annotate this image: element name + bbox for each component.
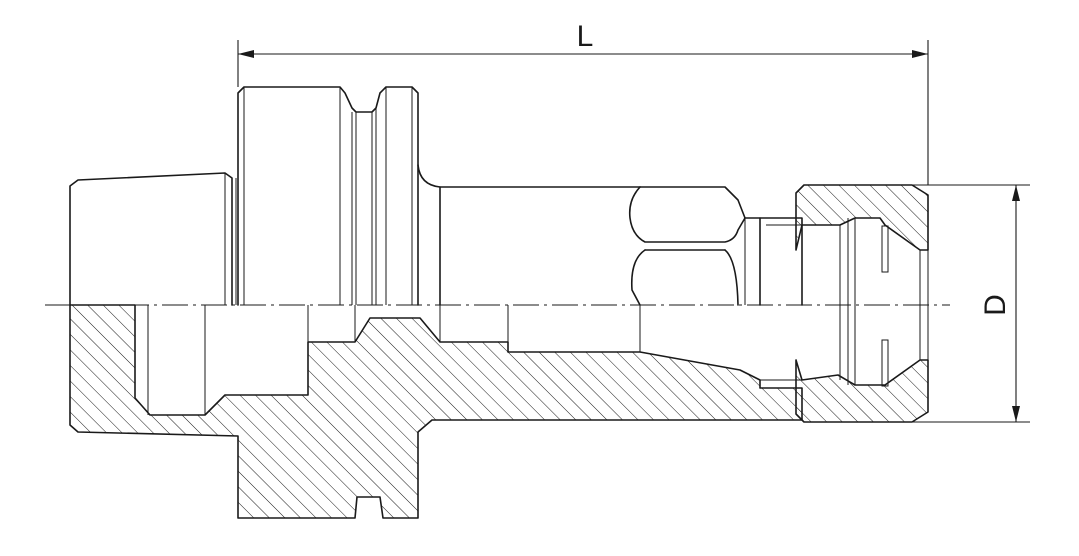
collet-nut-upper-section (795, 184, 929, 251)
outside-view (69, 86, 803, 306)
section-view (69, 304, 929, 519)
flange (237, 86, 419, 306)
bore-lines (147, 305, 849, 415)
dimension-l: L (237, 20, 929, 185)
nut-ring-lower (881, 339, 889, 387)
holder-body-section (69, 304, 803, 519)
length-label: L (577, 20, 594, 53)
dimension-d: D (912, 184, 1030, 423)
shaft (417, 164, 641, 188)
nut-ring-upper (881, 225, 889, 273)
taper-shank (69, 172, 233, 306)
diameter-label: D (979, 294, 1012, 316)
collet-nut-lower-section (795, 359, 929, 423)
collet-nut (795, 184, 929, 385)
wrench-flats (639, 186, 761, 306)
